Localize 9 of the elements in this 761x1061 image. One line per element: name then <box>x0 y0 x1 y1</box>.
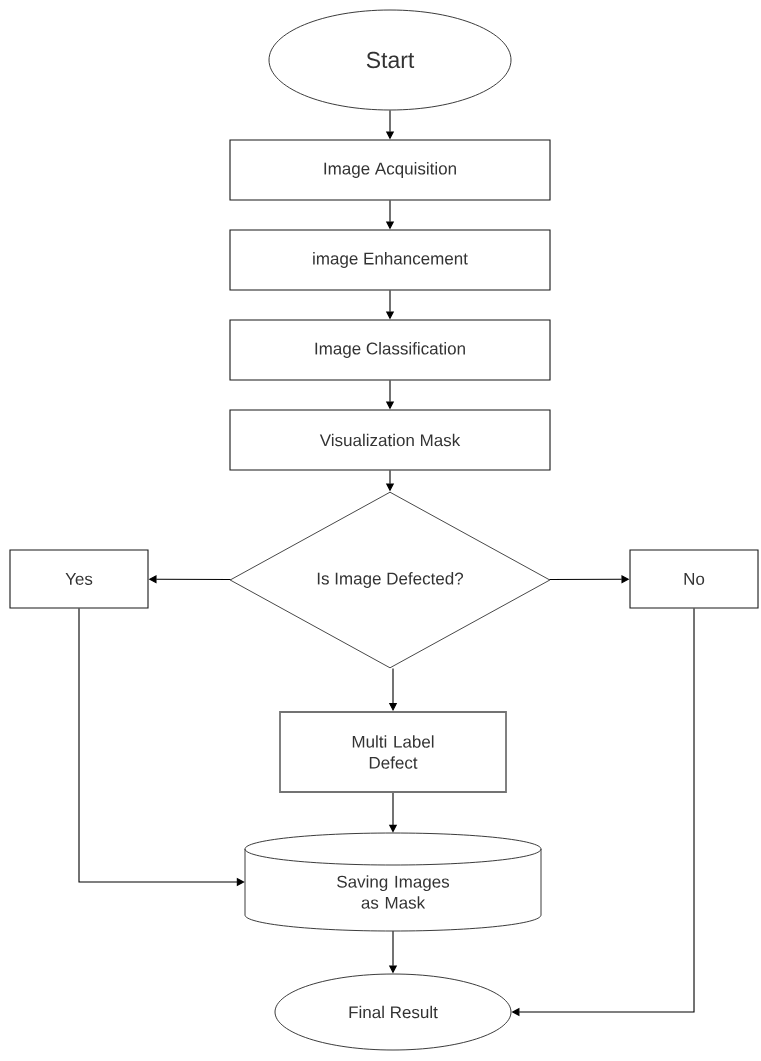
storage-cylinder: Saving Images as Mask <box>244 832 542 932</box>
process-box: Multi Label Defect <box>279 711 507 793</box>
process-box: No <box>629 549 759 609</box>
process-box: Visualization Mask <box>229 409 551 471</box>
process-box: Image Acquisition <box>229 139 551 201</box>
process-box: Yes <box>9 549 149 609</box>
process-box: image Enhancement <box>229 229 551 291</box>
node-label: Saving Images as Mask <box>337 875 450 909</box>
process-box: Image Classification <box>229 319 551 381</box>
